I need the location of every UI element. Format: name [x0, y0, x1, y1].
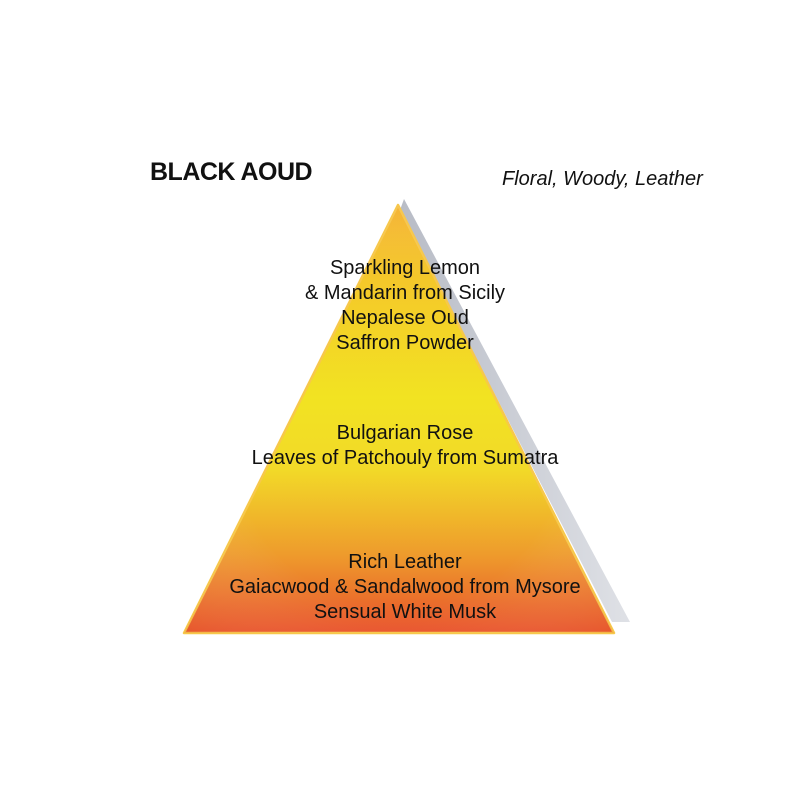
note-line: Sparkling Lemon — [329, 257, 481, 279]
note-line: & Mandarin from Sicily — [304, 282, 506, 304]
fragrance-title: BLACK AOUD — [150, 158, 313, 186]
note-line: Saffron Powder — [336, 332, 474, 354]
pyramid-shadow — [400, 199, 630, 622]
note-line: Nepalese Oud — [341, 307, 469, 329]
note-line: Rich Leather — [348, 551, 462, 573]
note-line: Bulgarian Rose — [336, 422, 474, 444]
note-line: Sensual White Musk — [313, 601, 497, 623]
note-line: Leaves of Patchouly from Sumatra — [251, 447, 559, 469]
fragrance-accords: Floral, Woody, Leather — [502, 168, 703, 190]
tier-heart-notes: Bulgarian Rose Leaves of Patchouly from … — [0, 421, 800, 471]
note-line: Gaiacwood & Sandalwood from Mysore — [229, 576, 581, 598]
tier-top-notes: Sparkling Lemon & Mandarin from Sicily N… — [0, 256, 800, 356]
tier-base-notes: Rich Leather Gaiacwood & Sandalwood from… — [0, 550, 800, 625]
pyramid-shading — [184, 205, 614, 633]
